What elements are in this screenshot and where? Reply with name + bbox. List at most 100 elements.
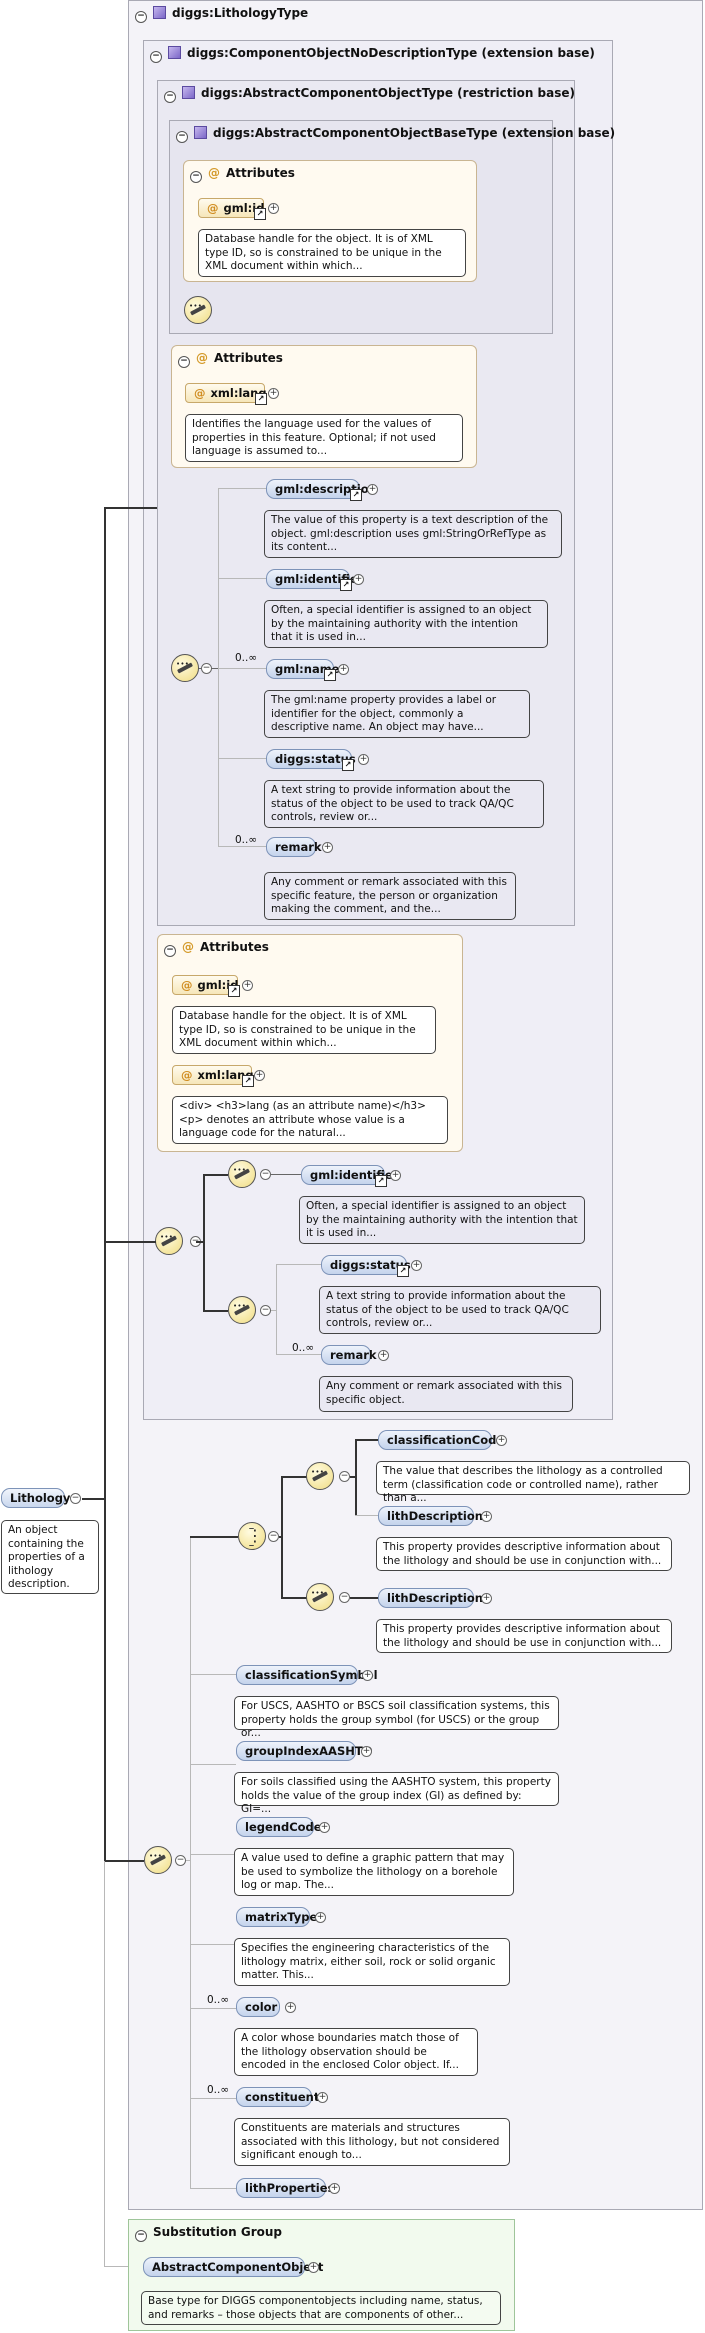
diggs-status-doc: A text string to provide information abo… <box>264 780 544 828</box>
matrix-type-element[interactable]: matrixType <box>236 1907 317 1927</box>
collapse-icon[interactable]: − <box>164 91 176 103</box>
expand-icon[interactable]: + <box>329 2183 340 2194</box>
classification-code-element[interactable]: classificationCode <box>378 1430 504 1450</box>
collapse-icon[interactable]: − <box>178 356 190 368</box>
gml-identifier-element[interactable]: gml:identifier↗ <box>301 1165 398 1187</box>
occurrence-label: 0..∞ <box>292 1342 315 1354</box>
attributes-title[interactable]: −@Attributes <box>190 166 295 183</box>
xml-lang-attribute[interactable]: @xml:lang↗ <box>172 1065 254 1087</box>
sequence-compositor-icon[interactable] <box>228 1160 256 1188</box>
collapse-icon[interactable]: − <box>339 1471 350 1482</box>
lith-description-element[interactable]: lithDescription <box>378 1588 483 1608</box>
constituent-doc: Constituents are materials and structure… <box>234 2118 510 2166</box>
expand-icon[interactable]: + <box>254 1070 265 1081</box>
component-no-description-title[interactable]: −diggs:ComponentObjectNoDescriptionType … <box>150 46 595 63</box>
collapse-icon[interactable]: − <box>201 663 212 674</box>
collapse-icon[interactable]: − <box>260 1169 271 1180</box>
lithology-type-title[interactable]: −diggs:LithologyType <box>135 6 308 23</box>
gml-name-element[interactable]: gml:name↗ <box>266 659 340 681</box>
collapse-icon[interactable]: − <box>260 1305 271 1316</box>
complex-type-icon <box>153 6 166 19</box>
remark-element[interactable]: remark <box>321 1345 377 1365</box>
sequence-compositor-icon[interactable] <box>184 296 212 324</box>
expand-icon[interactable]: + <box>496 1435 507 1446</box>
gml-id-attribute[interactable]: @gml:id↗ <box>198 198 266 220</box>
choice-branch-line <box>281 1476 283 1598</box>
sequence-compositor-icon[interactable] <box>306 1462 334 1490</box>
connector <box>190 1674 236 1675</box>
expand-icon[interactable]: + <box>338 664 349 675</box>
expand-icon[interactable]: + <box>411 1260 422 1271</box>
constituent-element[interactable]: constituent <box>236 2087 319 2107</box>
collapse-icon[interactable]: − <box>339 1592 350 1603</box>
lith-properties-element[interactable]: lithProperties <box>236 2178 334 2198</box>
expand-icon[interactable]: + <box>315 1912 326 1923</box>
sequence-compositor-icon[interactable] <box>155 1227 183 1255</box>
sequence-compositor-icon[interactable] <box>228 1296 256 1324</box>
diggs-status-element[interactable]: diggs:status↗ <box>321 1255 411 1277</box>
expand-icon[interactable]: + <box>268 203 279 214</box>
diggs-status-doc: A text string to provide information abo… <box>319 1286 601 1334</box>
gml-identifier-doc: Often, a special identifier is assigned … <box>299 1196 585 1244</box>
expand-icon[interactable]: + <box>308 2262 319 2273</box>
expand-icon[interactable]: + <box>242 980 253 991</box>
sequence-compositor-icon[interactable] <box>306 1583 334 1611</box>
connector <box>279 1536 281 1538</box>
reference-arrow-icon: ↗ <box>255 393 267 405</box>
connector <box>190 1764 236 1765</box>
color-element[interactable]: color <box>236 1997 280 2017</box>
substitution-group-title[interactable]: −Substitution Group <box>135 2225 282 2242</box>
group-index-aashto-doc: For soils classified using the AASHTO sy… <box>234 1772 559 1815</box>
expand-icon[interactable]: + <box>367 484 378 495</box>
expand-icon[interactable]: + <box>358 754 369 765</box>
expand-icon[interactable]: + <box>285 2002 296 2013</box>
sequence-compositor-icon[interactable] <box>144 1846 172 1874</box>
xml-lang-attribute[interactable]: @xml:lang↗ <box>185 383 267 405</box>
expand-icon[interactable]: + <box>353 574 364 585</box>
collapse-icon[interactable]: − <box>135 2230 147 2242</box>
occurrence-label: 0..∞ <box>207 1994 230 2006</box>
reference-arrow-icon: ↗ <box>228 985 240 997</box>
lithology-root-element[interactable]: Lithology <box>1 1488 70 1508</box>
diggs-status-element[interactable]: diggs:status↗ <box>266 749 356 771</box>
occurrence-label: 0..∞ <box>235 652 258 664</box>
gml-description-element[interactable]: gml:description↗ <box>266 479 377 501</box>
abstract-component-title[interactable]: −diggs:AbstractComponentObjectType (rest… <box>164 86 575 103</box>
group-index-aashto-element[interactable]: groupIndexAASHTO <box>236 1741 372 1761</box>
collapse-icon[interactable]: − <box>190 171 202 183</box>
gml-identifier-element[interactable]: gml:identifier↗ <box>266 569 363 591</box>
attributes-title[interactable]: −@Attributes <box>178 351 283 368</box>
expand-icon[interactable]: + <box>481 1593 492 1604</box>
classification-code-doc: The value that describes the lithology a… <box>376 1461 690 1504</box>
collapse-icon[interactable]: − <box>150 51 162 63</box>
expand-icon[interactable]: + <box>362 1670 373 1681</box>
lith-description-element[interactable]: lithDescription <box>378 1506 483 1526</box>
expand-icon[interactable]: + <box>268 388 279 399</box>
expand-icon[interactable]: + <box>481 1511 492 1522</box>
collapse-icon[interactable]: − <box>175 1855 186 1866</box>
abstract-component-object-element[interactable]: AbstractComponentObject <box>143 2257 323 2277</box>
connector <box>104 1860 144 1862</box>
expand-icon[interactable]: + <box>378 1350 389 1361</box>
expand-icon[interactable]: + <box>319 1822 330 1833</box>
collapse-icon[interactable]: − <box>268 1531 279 1542</box>
sequence-compositor-icon[interactable] <box>171 654 199 682</box>
collapse-icon[interactable]: − <box>164 945 176 957</box>
connector <box>350 1597 378 1599</box>
gml-id-attribute[interactable]: @gml:id↗ <box>172 975 240 997</box>
collapse-icon[interactable]: − <box>176 131 188 143</box>
collapse-icon[interactable]: − <box>70 1493 81 1504</box>
remark-element[interactable]: remark <box>266 837 322 857</box>
collapse-icon[interactable]: − <box>135 11 147 23</box>
legend-code-element[interactable]: legendCode <box>236 1817 322 1837</box>
classification-symbol-element[interactable]: classificationSymbol <box>236 1665 378 1685</box>
choice-compositor-icon[interactable] <box>238 1522 266 1550</box>
sequence-branch-line <box>355 1439 357 1515</box>
expand-icon[interactable]: + <box>322 842 333 853</box>
expand-icon[interactable]: + <box>361 1746 372 1757</box>
abstract-component-base-title[interactable]: −diggs:AbstractComponentObjectBaseType (… <box>176 126 615 143</box>
expand-icon[interactable]: + <box>390 1170 401 1181</box>
connector <box>104 507 157 509</box>
expand-icon[interactable]: + <box>317 2092 328 2103</box>
attributes-title[interactable]: −@Attributes <box>164 940 269 957</box>
